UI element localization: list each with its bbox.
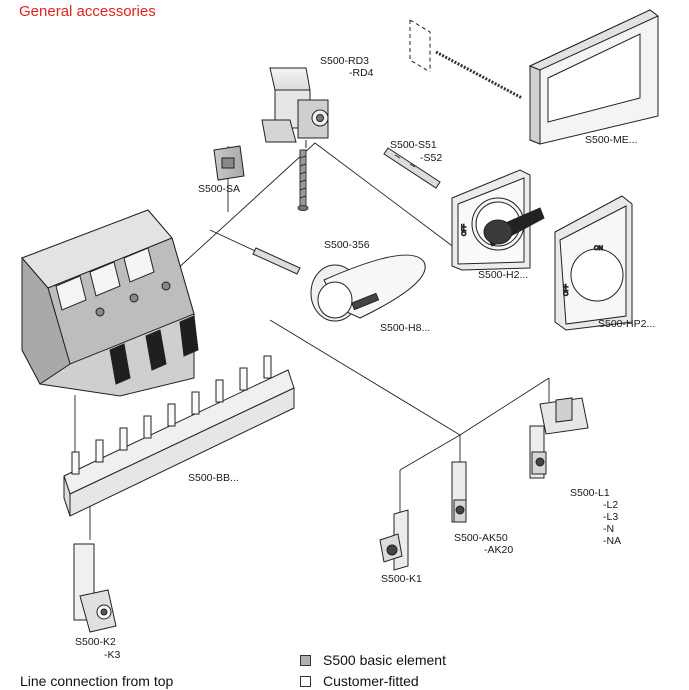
label-h8: S500-H8... — [380, 322, 430, 334]
ak50-contact — [451, 461, 467, 523]
label-sa: S500-SA — [198, 183, 240, 195]
h2-handle: OFF — [451, 169, 545, 271]
k2-terminal — [73, 543, 117, 633]
caption-line-connection: Line connection from top — [20, 673, 174, 689]
h2-off-mark: OFF — [462, 224, 468, 236]
label-rd3: S500-RD3 — [320, 55, 369, 67]
h8-handle — [310, 254, 426, 322]
label-s51: S500-S51 — [390, 139, 437, 151]
label-k2: S500-K2 — [75, 636, 116, 648]
rd3-bracket — [261, 67, 329, 148]
k1-contact — [379, 509, 409, 571]
label-356: S500-356 — [324, 239, 370, 251]
legend-label-customer: Customer-fitted — [323, 673, 419, 689]
label-na: -NA — [603, 535, 621, 547]
shaft-356 — [252, 247, 301, 275]
legend-customer-fitted: Customer-fitted — [300, 673, 419, 689]
label-k1: S500-K1 — [381, 573, 422, 585]
label-ak20: -AK20 — [484, 544, 513, 556]
label-bb: S500-BB... — [188, 472, 239, 484]
me-frame — [409, 9, 659, 145]
label-l2: -L2 — [603, 499, 618, 511]
connector-lines — [74, 142, 550, 540]
label-rd4: -RD4 — [349, 67, 374, 79]
label-n: -N — [603, 523, 614, 535]
legend-swatch-customer — [300, 675, 311, 687]
hp2-handle: ON OFF — [554, 195, 633, 331]
label-l3: -L3 — [603, 511, 618, 523]
s500-switch-body — [21, 209, 199, 397]
label-s52: -S52 — [420, 152, 442, 164]
legend-label-basic: S500 basic element — [323, 652, 446, 668]
l1-contact — [529, 397, 589, 479]
bb-busbar — [63, 355, 295, 517]
label-k3: -K3 — [104, 649, 121, 661]
s51-shaft — [383, 147, 441, 189]
label-hp2: S500-HP2... — [598, 318, 655, 330]
hp2-off-mark: OFF — [564, 284, 570, 296]
threaded-rod — [297, 149, 309, 211]
label-l1: S500-L1 — [570, 487, 610, 499]
hp2-on-mark: ON — [594, 246, 603, 252]
label-me: S500-ME... — [585, 134, 638, 146]
page-title: General accessories — [19, 3, 156, 20]
label-ak50: S500-AK50 — [454, 532, 508, 544]
sa-clip — [213, 145, 245, 181]
legend-swatch-basic — [300, 654, 311, 666]
legend-basic-element: S500 basic element — [300, 652, 446, 668]
label-h2: S500-H2... — [478, 269, 528, 281]
